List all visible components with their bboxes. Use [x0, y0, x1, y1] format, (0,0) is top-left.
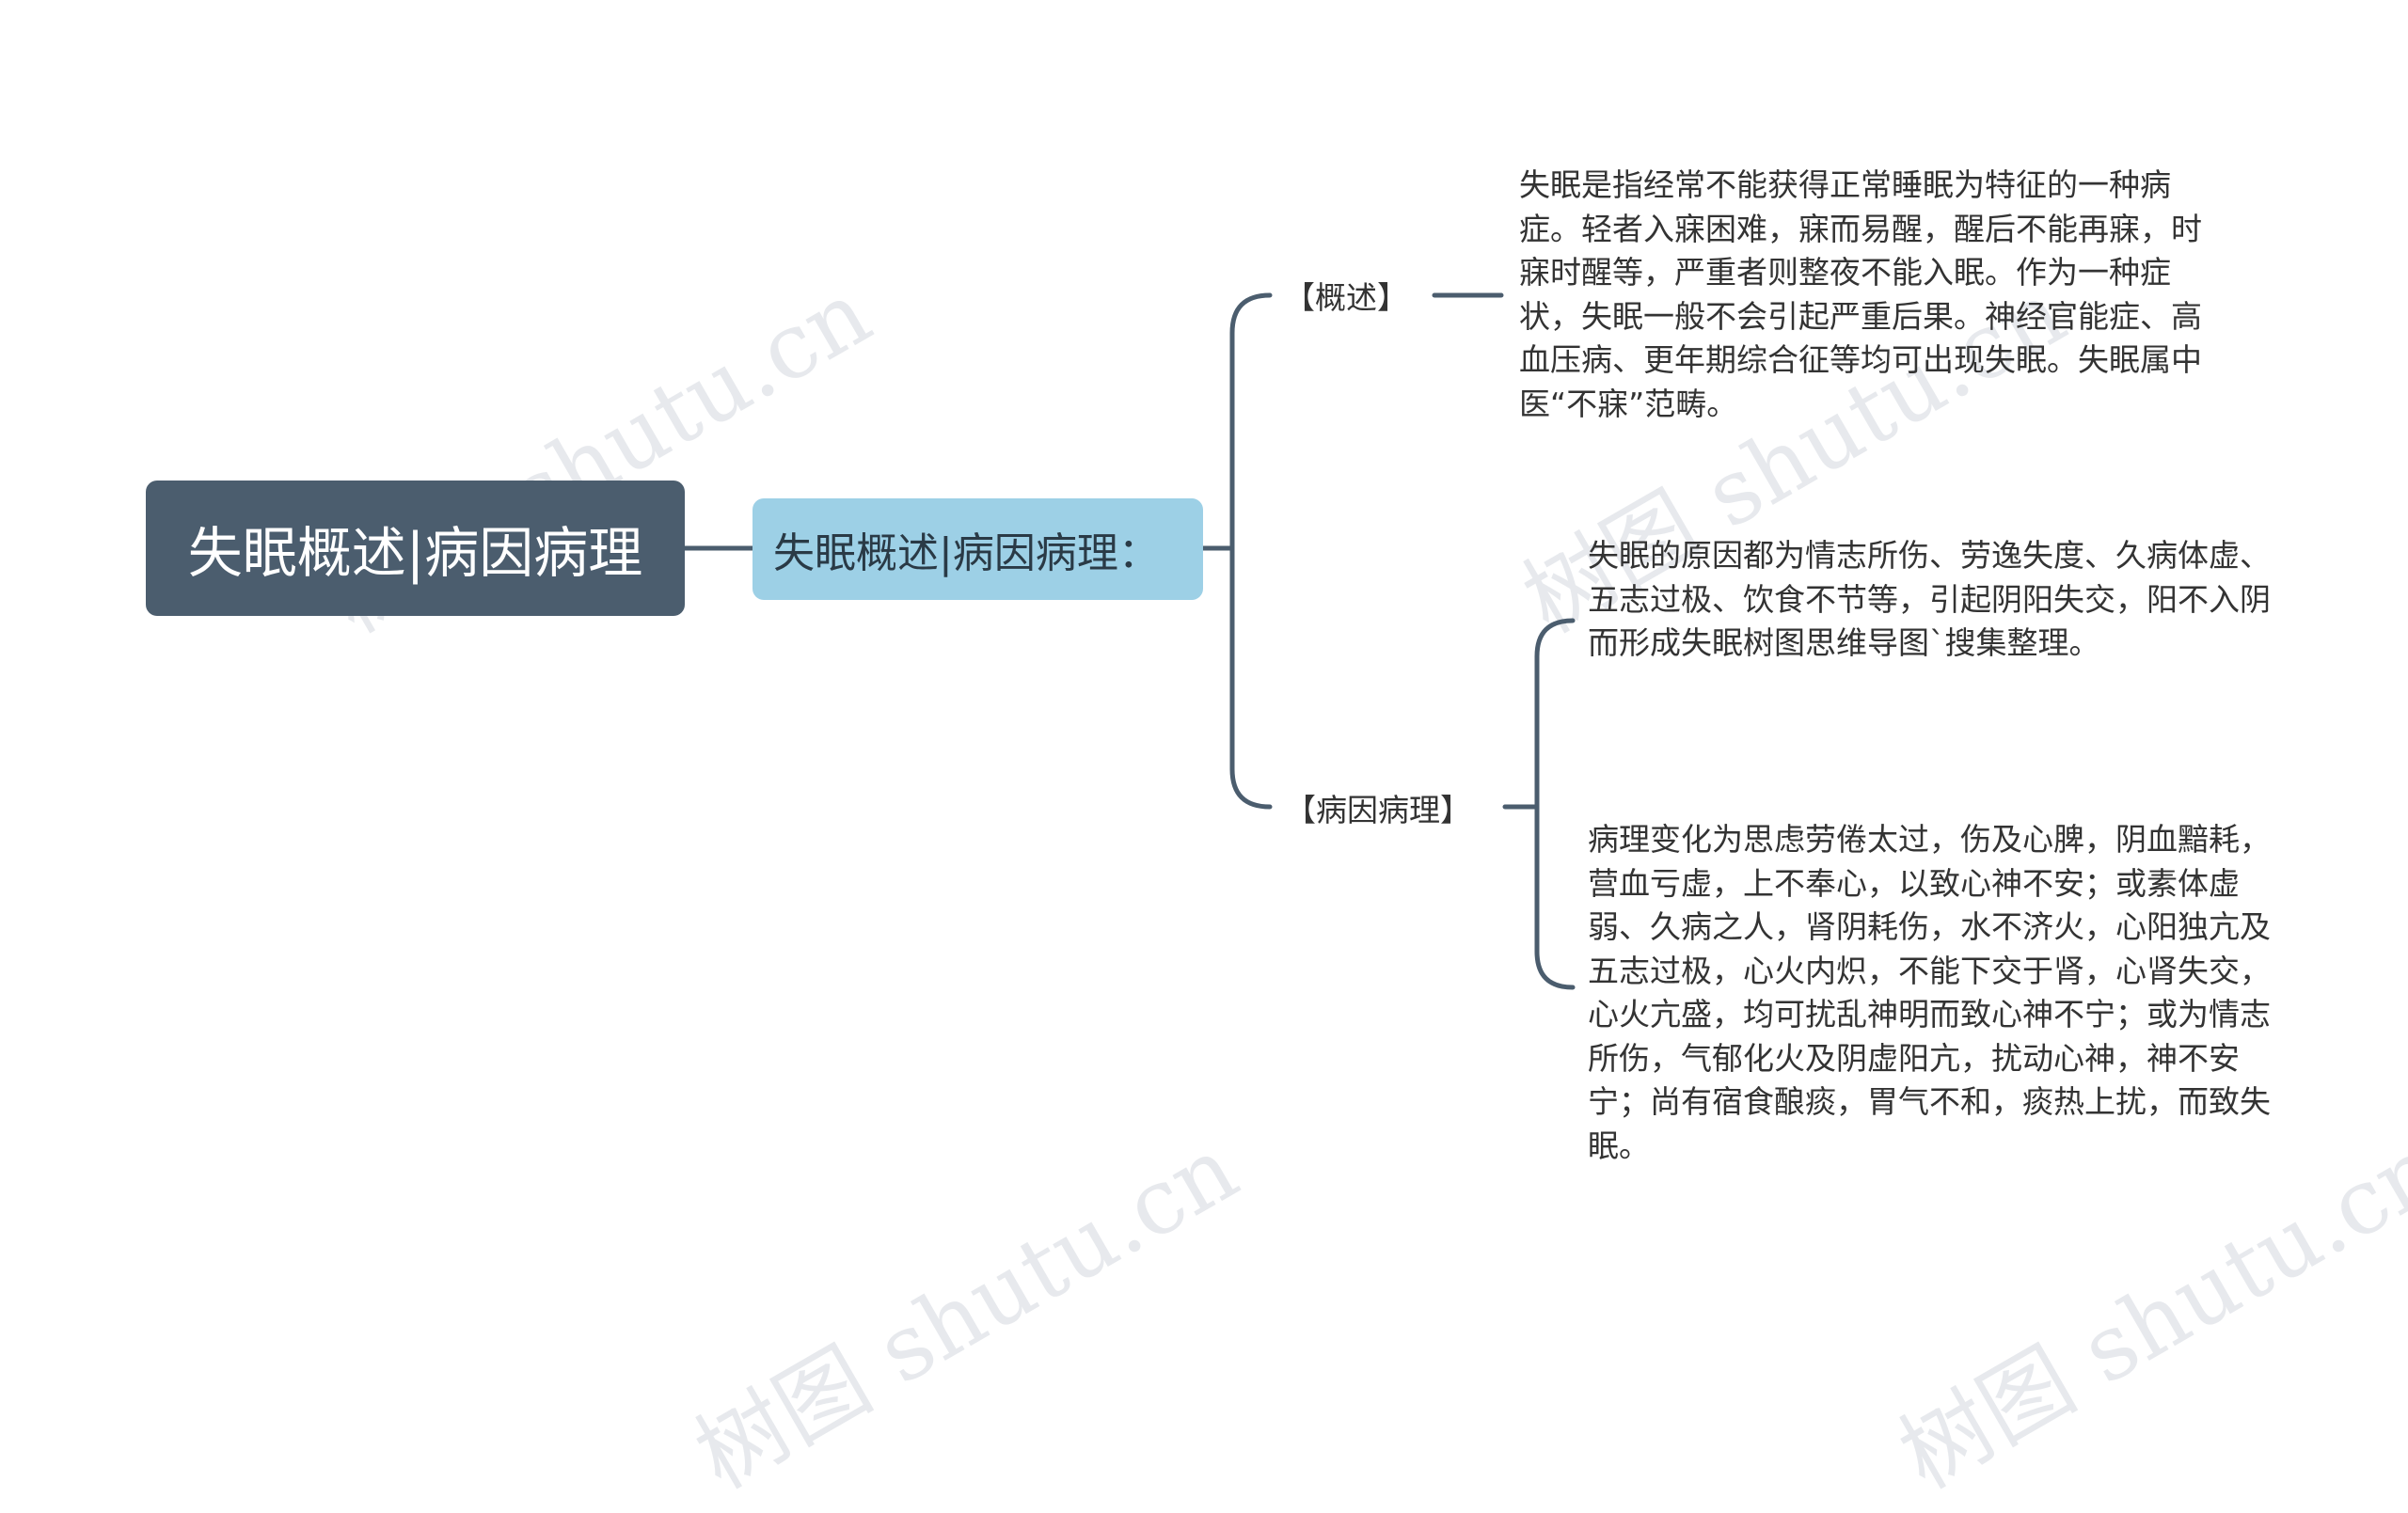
cause-text[interactable]: 失眠的原因都为情志所伤、劳逸失度、久病体虚、五志过极、饮食不节等，引起阴阳失交，… [1588, 534, 2284, 666]
branch-cause-label[interactable]: 【病因病理】 [1285, 785, 1471, 830]
root-node-label: 失眠概述|病因病理 [188, 509, 643, 588]
branch-overview-label[interactable]: 【概述】 [1284, 273, 1408, 318]
overview-text[interactable]: 失眠是指经常不能获得正常睡眠为特征的一种病症。轻者入寐困难，寐而易醒，醒后不能再… [1519, 164, 2215, 426]
bracket-level2 [1232, 295, 1270, 807]
bracket-level3 [1537, 621, 1573, 987]
root-node[interactable]: 失眠概述|病因病理 [146, 481, 685, 616]
main-branch-node[interactable]: 失眠概述|病因病理： [752, 498, 1203, 600]
pathology-text[interactable]: 病理变化为思虑劳倦太过，伤及心脾，阴血黯耗，营血亏虚，上不奉心，以致心神不安；或… [1588, 818, 2284, 1168]
main-branch-label: 失眠概述|病因病理： [773, 519, 1160, 579]
mindmap-canvas: 树图 shutu.cn 树图 shutu.cn 树图 shutu.cn 树图 s… [0, 0, 2408, 1317]
